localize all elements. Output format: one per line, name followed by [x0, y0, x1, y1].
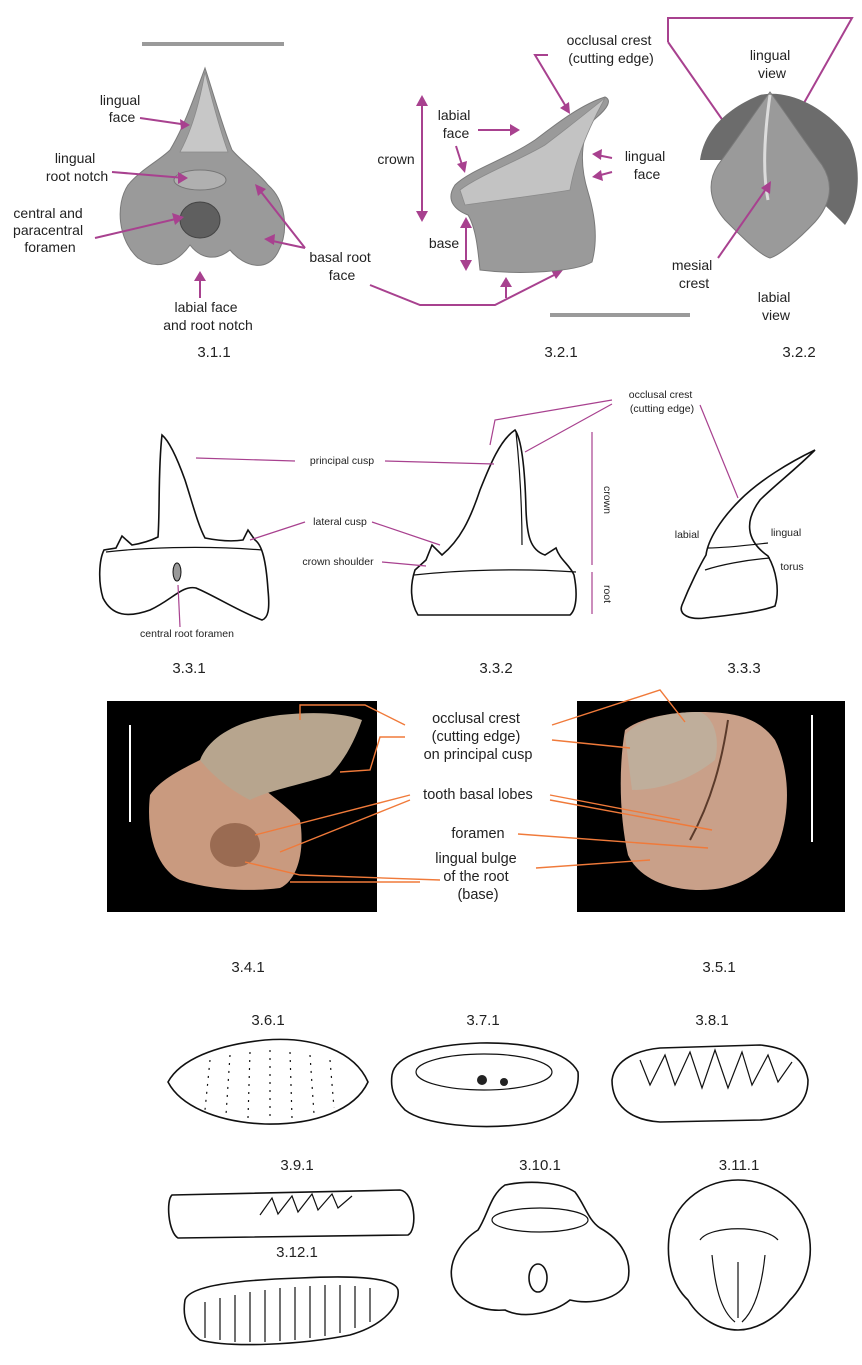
figure-label-3-3-2: 3.3.2: [479, 660, 512, 677]
label-base-3-2-1: base: [429, 235, 460, 251]
foramen-hole-3-1-1: [180, 202, 220, 238]
base-extent-bottom-3-2-1: [460, 260, 472, 271]
figure-label-3-5-1: 3.5.1: [702, 959, 735, 976]
arrowhead-labial-face-3-2-1: [510, 124, 520, 136]
figure-label-3-7-1: 3.7.1: [466, 1012, 499, 1029]
label-crown-shoulder-3-3: crown shoulder: [302, 556, 374, 568]
label-occlusal-crest-345: occlusal crest (cutting edge) on princip…: [424, 711, 533, 763]
photo-tooth-lobe-3-4-1: [210, 823, 260, 867]
label-labial-face-3-2-1: labial face: [438, 107, 475, 141]
label-central-root-foramen-3-3-1: central root foramen: [140, 628, 234, 640]
label-root-3-3-2: root: [601, 585, 613, 603]
figure-label-3-8-1: 3.8.1: [695, 1012, 728, 1029]
panel-3-3-2: [412, 430, 577, 615]
label-lingual-view-3-2-2: lingual view: [750, 47, 794, 81]
figure-label-3-4-1: 3.4.1: [231, 959, 264, 976]
figure-label-3-12-1: 3.12.1: [276, 1244, 318, 1261]
panel-3-2-2: [700, 92, 858, 258]
figure-label-3-2-1: 3.2.1: [544, 344, 577, 361]
label-labial-view-3-2-2: labial view: [758, 289, 795, 323]
photo-3-4-1: [107, 701, 377, 912]
panel-3-9-1: 3.9.1: [169, 1157, 414, 1238]
label-lingual-face-3-1-1: lingual face: [100, 92, 144, 125]
drawing-scale-3-10-1: [451, 1182, 629, 1314]
drawing-foramen-3-3-1: [173, 563, 181, 581]
figure-label-3-2-2: 3.2.2: [782, 344, 815, 361]
label-lateral-cusp-3-3: lateral cusp: [313, 516, 367, 528]
drawing-scale-3-11-1: [668, 1180, 810, 1330]
panel-3-1-1: [120, 44, 284, 265]
figure-label-3-11-1: 3.11.1: [719, 1157, 760, 1174]
label-lingual-root-notch-3-1-1: lingual root notch: [46, 150, 108, 184]
crown-extent-top-3-2-1: [416, 95, 428, 106]
panel-3-11-1: 3.11.1: [668, 1157, 810, 1330]
figure-label-3-3-3: 3.3.3: [727, 660, 760, 677]
label-crown-3-2-1: crown: [377, 151, 414, 167]
arrowhead-lingual-face-3-2-1-a: [592, 149, 602, 160]
label-central-foramen-3-1-1: central and paracentral foramen: [13, 205, 87, 255]
label-lingual-bulge-345: lingual bulge of the root (base): [435, 851, 520, 903]
connector-basal-root-3-2-1: [370, 272, 560, 305]
drawing-tooth-3-3-2: [412, 430, 577, 615]
label-principal-cusp-3-3: principal cusp: [310, 455, 374, 467]
label-lingual-face-3-2-1: lingual face: [625, 148, 669, 182]
arrowhead-labial-face-3-2-1-b: [457, 161, 467, 173]
arrow-occlusal-crest-3-3-2-b: [525, 404, 612, 452]
drawing-tooth-3-3-1: [100, 435, 269, 620]
arrowhead-lingual-face-3-2-1-b: [592, 170, 603, 181]
drawing-foramen-3-10-1: [529, 1264, 547, 1292]
figure-label-3-10-1: 3.10.1: [519, 1157, 561, 1174]
arrowhead-base-3-2-1: [500, 277, 512, 287]
drawing-pore-3-7-1-a: [477, 1075, 487, 1085]
drawing-scale-3-7-1: [392, 1043, 579, 1127]
figure-label-3-6-1: 3.6.1: [251, 1012, 284, 1029]
label-crown-3-3-2: crown: [601, 486, 613, 514]
label-basal-root-face-3-1-1: basal root face: [309, 249, 374, 283]
arrow-lateral-cusp-right: [372, 522, 440, 545]
label-occlusal-crest-3-2-1: occlusal crest (cutting edge): [567, 32, 656, 66]
panel-3-3-1: [100, 435, 269, 620]
arrow-lateral-cusp-left: [250, 522, 305, 540]
label-lingual-3-3-3: lingual: [771, 527, 801, 539]
photo-3-5-1: [577, 701, 845, 912]
figure-label-3-9-1: 3.9.1: [280, 1157, 313, 1174]
sem-crown-highlight-3-1-1: [180, 72, 228, 152]
panel-3-6-1: 3.6.1: [168, 1012, 368, 1124]
drawing-pore-3-7-1-b: [500, 1078, 508, 1086]
drawing-scale-3-6-1: [168, 1039, 368, 1124]
figure-label-3-1-1: 3.1.1: [197, 344, 230, 361]
label-labial-face-notch-3-1-1: labial face and root notch: [163, 299, 253, 333]
arrow-principal-cusp-right: [385, 461, 494, 464]
drawing-scale-3-12-1: [184, 1277, 398, 1345]
arrow-occlusal-crest-3-2-1: [535, 55, 568, 110]
figure-label-3-3-1: 3.3.1: [172, 660, 205, 677]
crown-extent-bottom-3-2-1: [416, 211, 428, 222]
arrow-principal-cusp-left: [196, 458, 295, 461]
label-tooth-basal-lobes-345: tooth basal lobes: [423, 787, 533, 803]
panel-3-7-1: 3.7.1: [392, 1012, 579, 1126]
arrowhead-labial-notch-3-1-1: [194, 271, 206, 281]
label-foramen-345: foramen: [451, 826, 504, 842]
label-labial-3-3-3: labial: [675, 529, 700, 541]
label-occlusal-crest-3-3: occlusal crest (cutting edge): [629, 389, 696, 415]
arrow-crown-shoulder: [382, 562, 426, 566]
label-mesial-crest-3-2-2: mesial crest: [672, 257, 716, 291]
drawing-scale-3-8-1: [612, 1045, 808, 1122]
panel-3-8-1: 3.8.1: [612, 1012, 808, 1122]
panel-3-10-1: 3.10.1: [451, 1157, 629, 1315]
panel-3-12-1: 3.12.1: [184, 1244, 398, 1345]
label-torus-3-3-3: torus: [780, 561, 803, 573]
arrow-occlusal-crest-3-3-3: [700, 405, 738, 498]
